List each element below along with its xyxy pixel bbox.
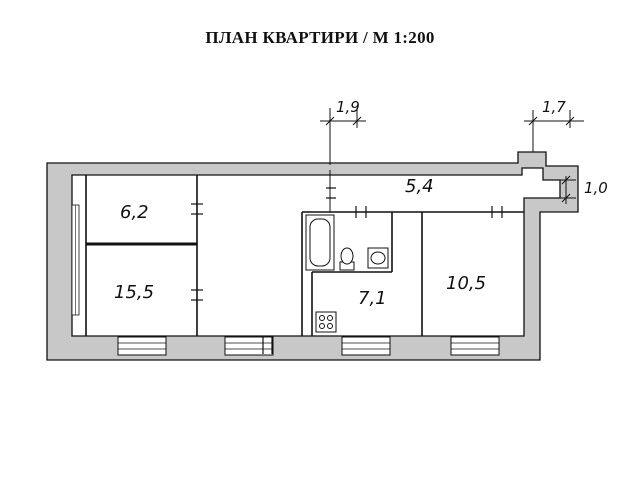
room-area-15-5: 15,5 <box>114 282 154 303</box>
dimension-value-1-7: 1,7 <box>542 98 566 116</box>
window-left <box>71 204 80 316</box>
window-4 <box>450 336 500 356</box>
window-3 <box>341 336 391 356</box>
bathtub-icon <box>305 214 335 271</box>
room-area-10-5: 10,5 <box>446 273 486 294</box>
room-area-6-2: 6,2 <box>120 202 149 223</box>
dimension-line-2 <box>524 110 584 152</box>
dimension-value-1-0: 1,0 <box>584 179 608 197</box>
interior-walls <box>85 170 524 336</box>
window-2 <box>224 336 274 356</box>
sink-icon <box>367 247 389 269</box>
room-area-5-4: 5,4 <box>405 176 434 197</box>
dimension-line-3 <box>560 175 576 204</box>
dimension-line-1 <box>320 108 366 165</box>
toilet-icon <box>339 247 355 271</box>
room-area-7-1: 7,1 <box>358 288 387 309</box>
plan-title: ПЛАН КВАРТИРИ / М 1:200 <box>205 28 435 47</box>
window-1 <box>117 336 167 356</box>
stove-icon <box>315 311 337 333</box>
dimension-value-1-9: 1,9 <box>336 98 360 116</box>
door-marks <box>191 187 503 354</box>
